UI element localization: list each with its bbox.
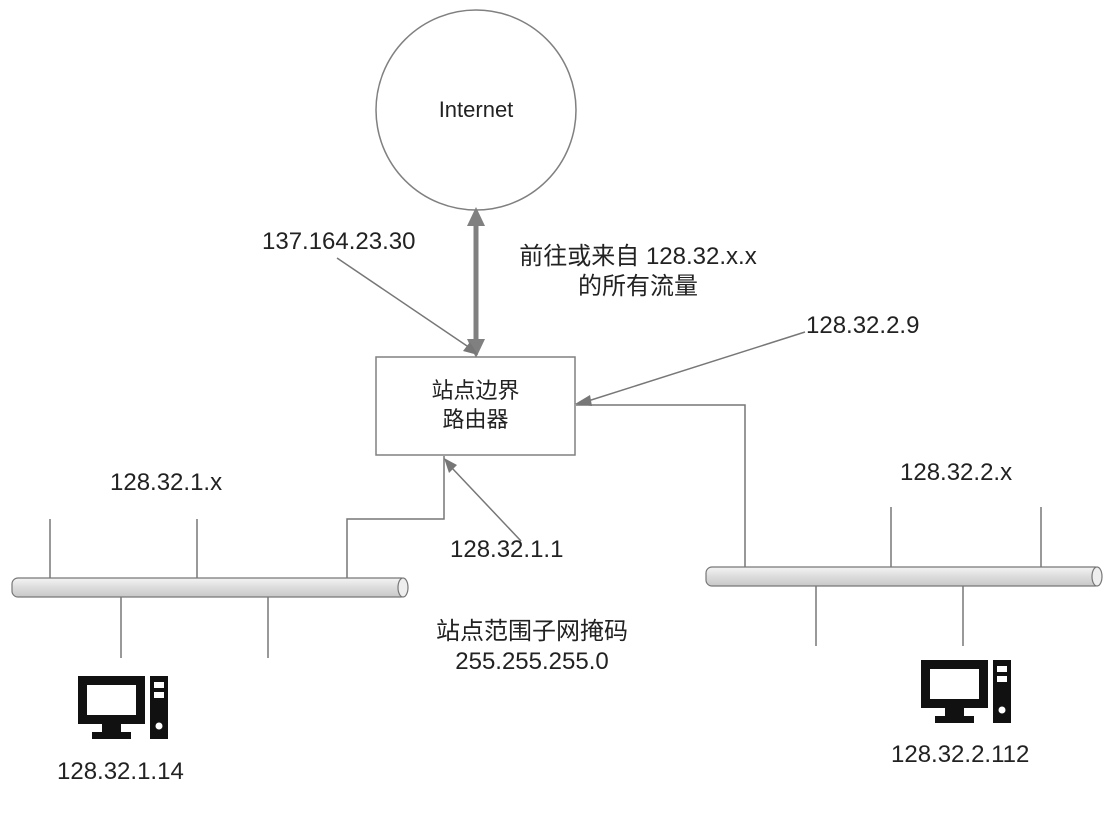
computer-icon: [78, 676, 168, 739]
wan-ip-label: 137.164.23.30: [262, 228, 416, 255]
traffic-note-line1: 前往或来自 128.32.x.x: [519, 243, 757, 270]
lan2-subnet-label: 128.32.2.x: [900, 459, 1013, 486]
lan1-drops: [49, 519, 269, 658]
lan2-bus: [705, 566, 1103, 587]
netmask-note: 站点范围子网掩码 255.255.255.0: [402, 617, 662, 677]
lan1-bus: [11, 577, 409, 598]
netmask-line1: 站点范围子网掩码: [436, 618, 628, 645]
traffic-arrow: [467, 207, 485, 358]
router-lan2-link: [576, 404, 746, 567]
traffic-note: 前往或来自 128.32.x.x 的所有流量: [488, 242, 788, 302]
traffic-note-line2: 的所有流量: [578, 273, 698, 300]
lan2-gateway-pointer: [575, 331, 806, 406]
router-label-line2: 路由器: [442, 407, 509, 432]
netmask-line2: 255.255.255.0: [455, 648, 609, 675]
router-lan1-link: [346, 456, 445, 578]
lan2-gateway-label: 128.32.2.9: [806, 312, 920, 339]
lan1-gateway-label: 128.32.1.1: [450, 536, 564, 563]
lan2-host-label: 128.32.2.112: [891, 741, 1030, 768]
lan1-subnet-label: 128.32.1.x: [110, 469, 223, 496]
router-label-line1: 站点边界: [431, 378, 520, 403]
router-label: 站点边界 路由器: [376, 376, 575, 434]
wan-ip-pointer: [336, 257, 478, 355]
computer-icon: [921, 660, 1011, 723]
lan1-host-label: 128.32.1.14: [57, 758, 184, 785]
lan2-drops: [815, 507, 1042, 646]
router-node: [375, 356, 576, 456]
internet-label: Internet: [438, 97, 514, 122]
lan1-gateway-pointer: [444, 458, 522, 542]
